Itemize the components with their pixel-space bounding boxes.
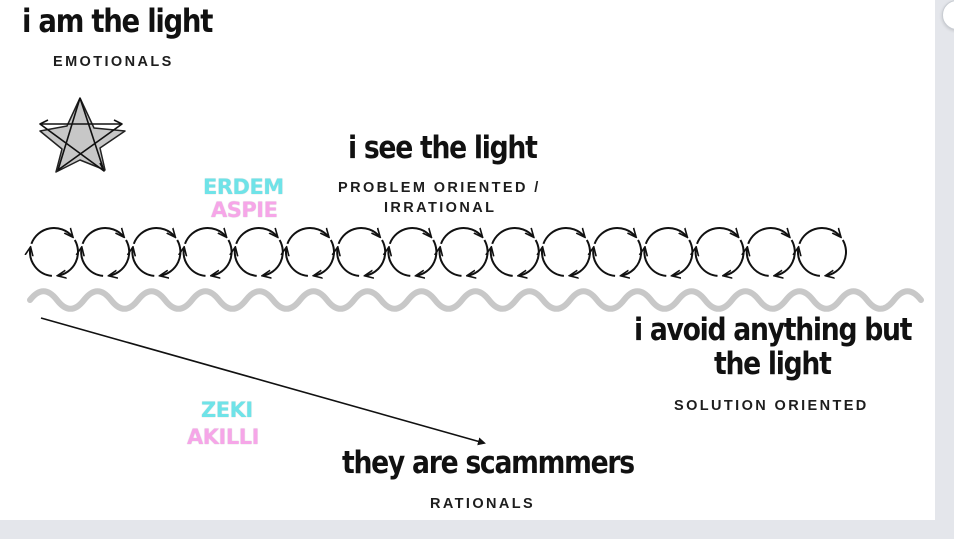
loop-arc — [491, 248, 513, 277]
arrow-icon — [40, 317, 486, 446]
diagram-canvas: i am the light EMOTIONALS i see the ligh… — [0, 0, 935, 520]
zeki-name: ZEKI — [200, 398, 254, 422]
zeki-label: AKILLI — [186, 425, 260, 449]
loop-arc — [696, 248, 718, 277]
loop-arrow — [491, 227, 540, 277]
loop-arrow — [696, 227, 745, 277]
irrational-title: i see the light — [348, 130, 538, 166]
loop-arc — [621, 239, 643, 276]
rational-title: they are scammmers — [342, 445, 635, 481]
solution-title-line1: i avoid anything but — [634, 312, 912, 348]
loop-arc — [673, 239, 694, 276]
loop-arrow — [30, 227, 79, 277]
loop-arc — [747, 248, 769, 277]
loop-arc — [184, 227, 226, 245]
loop-arc — [314, 239, 335, 276]
wave-path — [27, 288, 924, 312]
solution-title-line2: the light — [714, 346, 832, 382]
loop-arrow — [81, 227, 131, 277]
erdem-label: ASPIE — [210, 198, 278, 222]
loop-arc — [798, 248, 821, 277]
loop-arc — [132, 227, 175, 245]
loop-arc — [570, 239, 591, 276]
solution-subtitle: SOLUTION ORIENTED — [674, 398, 869, 414]
loop-arrow — [184, 227, 233, 277]
loop-arc — [263, 239, 284, 276]
loop-arc — [826, 239, 847, 276]
loop-arrow — [747, 227, 796, 277]
loop-arc — [724, 239, 745, 276]
loop-arc — [593, 227, 636, 245]
loop-arc — [747, 227, 789, 245]
loop-arc — [58, 239, 79, 276]
loop-arrow — [440, 227, 489, 277]
scroll-handle[interactable] — [942, 0, 954, 30]
loop-arrow — [593, 227, 643, 277]
loop-arc — [440, 248, 462, 277]
loop-arc — [798, 227, 840, 245]
loop-arc — [30, 227, 72, 245]
loop-arc — [644, 248, 667, 277]
loop-arrow — [388, 227, 438, 277]
loop-arc — [542, 227, 584, 245]
loop-arc — [644, 227, 687, 245]
loop-chain-icon — [30, 227, 847, 277]
loop-arrow — [132, 227, 182, 277]
loop-arc — [417, 239, 438, 276]
loop-arc — [337, 248, 360, 277]
loop-arrow — [798, 227, 847, 277]
loop-arc — [491, 227, 533, 245]
loop-arc — [30, 248, 53, 277]
loop-arc — [184, 248, 206, 277]
loop-arc — [388, 227, 431, 245]
loop-arc — [235, 248, 257, 277]
loop-arc — [161, 239, 182, 276]
loop-arc — [440, 227, 482, 245]
loop-arrow — [235, 227, 284, 277]
erdem-name: ERDEM — [202, 175, 285, 199]
emotional-subtitle: EMOTIONALS — [53, 54, 174, 70]
loop-arrow — [337, 227, 387, 277]
rational-subtitle: RATIONALS — [430, 496, 536, 512]
diagram-art — [0, 97, 924, 446]
loop-arc — [775, 239, 796, 276]
loop-arc — [109, 239, 131, 276]
loop-arrow — [286, 227, 335, 277]
loop-arc — [542, 248, 565, 277]
loop-arc — [593, 248, 616, 277]
loop-arc — [286, 248, 309, 277]
loop-arc — [468, 239, 489, 276]
irrational-subtitle-line1: PROBLEM ORIENTED / — [338, 180, 541, 196]
loop-arc — [519, 239, 540, 276]
loop-arc — [696, 227, 738, 245]
wave-line-icon — [27, 288, 924, 312]
loop-arc — [286, 227, 328, 245]
loop-arc — [132, 248, 155, 277]
emotional-title: i am the light — [22, 2, 213, 40]
loop-arrow — [644, 227, 694, 277]
loop-arc — [81, 248, 104, 277]
irrational-subtitle-line2: IRRATIONAL — [384, 200, 497, 216]
loop-arc — [365, 239, 387, 276]
star-icon — [39, 97, 126, 173]
loop-arc — [235, 227, 277, 245]
loop-arc — [81, 227, 124, 245]
loop-arc — [388, 248, 411, 277]
loop-arc — [337, 227, 380, 245]
loop-arc — [212, 239, 233, 276]
loop-arrow — [542, 227, 591, 277]
